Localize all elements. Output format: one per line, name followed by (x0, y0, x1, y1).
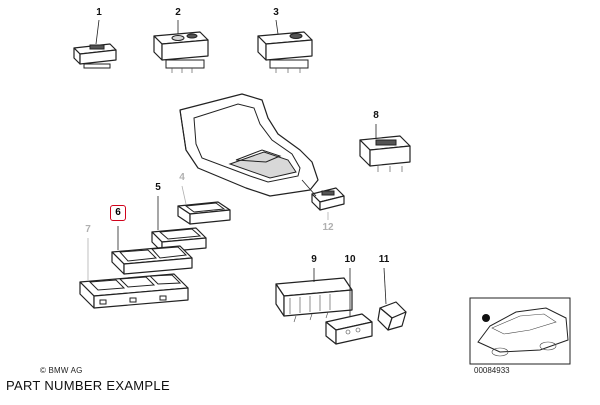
part-7-frame[interactable] (79, 273, 189, 309)
callout-7[interactable]: 7 (85, 224, 91, 235)
part-6-frame[interactable] (111, 245, 193, 275)
part-9-unit[interactable] (275, 277, 353, 323)
leader-3 (275, 19, 279, 35)
callout-1[interactable]: 1 (96, 7, 102, 18)
part-1-switch[interactable] (73, 43, 117, 69)
location-marker-icon (482, 314, 490, 322)
callout-5[interactable]: 5 (155, 182, 161, 193)
location-inset (469, 297, 571, 365)
callout-11[interactable]: 11 (378, 254, 390, 265)
part-4-frame[interactable] (177, 201, 231, 225)
leader-11 (383, 267, 387, 305)
console-trim-frame[interactable] (179, 93, 319, 197)
callout-8[interactable]: 8 (373, 110, 379, 121)
part-3-switch[interactable] (257, 31, 313, 73)
callout-10[interactable]: 10 (344, 254, 356, 265)
callout-9[interactable]: 9 (311, 254, 317, 265)
leader-4 (181, 185, 187, 205)
callout-2[interactable]: 2 (175, 7, 181, 18)
callout-6[interactable]: 6 (110, 205, 126, 221)
copyright-text: © BMW AG (40, 366, 83, 375)
callout-12[interactable]: 12 (322, 222, 334, 233)
part-10-button[interactable] (325, 313, 373, 345)
leader-1 (95, 19, 100, 45)
part-2-switch[interactable] (153, 31, 209, 73)
callout-3[interactable]: 3 (273, 7, 279, 18)
caption-text: PART NUMBER EXAMPLE (6, 378, 170, 393)
callout-4[interactable]: 4 (179, 172, 185, 183)
part-11-button[interactable] (377, 301, 407, 331)
part-12-switch[interactable] (311, 187, 345, 211)
leader-console-12 (301, 179, 317, 197)
part-8-switch[interactable] (359, 135, 411, 172)
drawing-number: 00084933 (474, 366, 510, 375)
